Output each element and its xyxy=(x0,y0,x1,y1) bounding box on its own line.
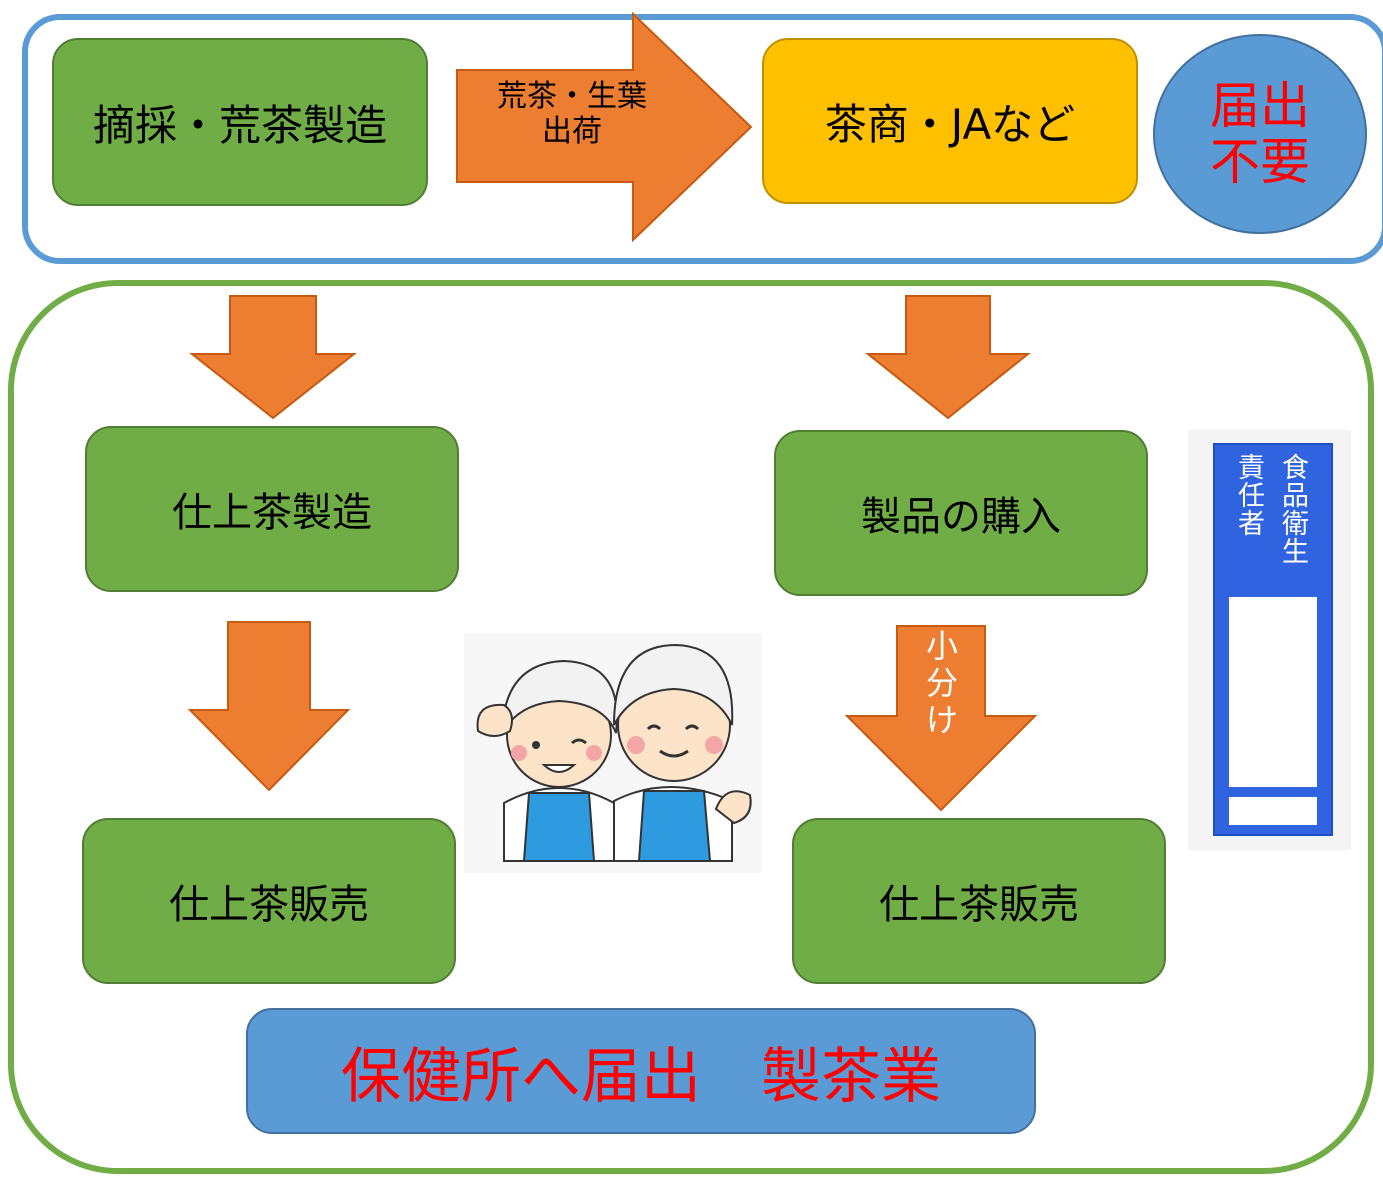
shipment-arrow-icon xyxy=(456,11,753,243)
finished-tea-sale-box-right: 仕上茶販売 xyxy=(792,818,1166,984)
plate-title-col2: 責任者 xyxy=(1233,453,1264,537)
subdivide-label: 小 分 け xyxy=(925,627,958,739)
shipment-arrow-label: 荒茶・生葉 出荷 xyxy=(497,79,647,149)
finished-tea-production-label: 仕上茶製造 xyxy=(172,490,372,536)
finished-tea-sale-label-left: 仕上茶販売 xyxy=(169,882,369,928)
down-arrow-icon xyxy=(865,295,1031,420)
workers-illustration xyxy=(464,633,762,873)
trader-box: 茶商・JAなど xyxy=(762,38,1138,204)
finished-tea-production-box: 仕上茶製造 xyxy=(85,426,459,592)
food-hygiene-manager-plate: 食品衛生 責任者 xyxy=(1213,443,1333,836)
pluck-process-box: 摘採・荒茶製造 xyxy=(52,38,428,206)
finished-tea-sale-label-right: 仕上茶販売 xyxy=(879,882,1079,928)
product-purchase-box: 製品の購入 xyxy=(774,430,1148,596)
subdivide-arrow-icon xyxy=(844,625,1038,812)
workers-icon xyxy=(476,643,752,862)
product-purchase-label: 製品の購入 xyxy=(861,494,1061,540)
pluck-process-label: 摘採・荒茶製造 xyxy=(92,100,387,150)
trader-label: 茶商・JAなど xyxy=(824,99,1076,149)
plate-footer-area xyxy=(1229,797,1317,825)
no-notification-oval: 届出 不要 xyxy=(1153,34,1367,234)
down-arrow-icon xyxy=(187,621,351,792)
health-center-notice-banner: 保健所へ届出 製茶業 xyxy=(246,1008,1036,1134)
down-arrow-icon xyxy=(189,295,357,420)
health-center-notice-label: 保健所へ届出 製茶業 xyxy=(341,1041,941,1112)
finished-tea-sale-box-left: 仕上茶販売 xyxy=(82,818,456,984)
plate-title-col1: 食品衛生 xyxy=(1277,453,1308,565)
plate-name-area xyxy=(1229,597,1317,787)
